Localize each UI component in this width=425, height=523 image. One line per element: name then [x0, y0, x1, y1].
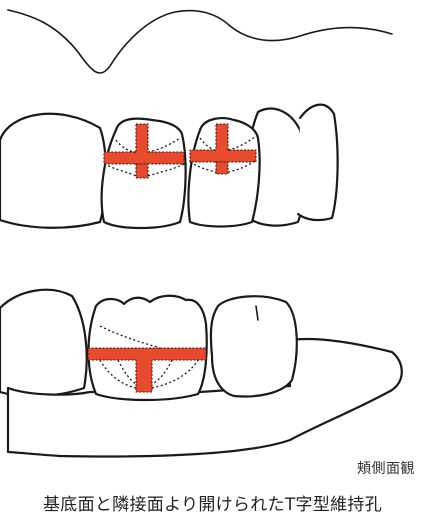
- upper-teeth-row: [0, 105, 338, 228]
- lower-right-tooth: [211, 296, 297, 396]
- lower-teeth-row: [0, 290, 402, 457]
- upper-arch-outline: [8, 10, 392, 73]
- view-label: 頬側面観: [357, 458, 415, 478]
- lower-left-tooth: [0, 290, 87, 396]
- figure-caption: 基底面と隣接面より開けられたT字型維持孔: [0, 490, 425, 515]
- upper-far-right-tooth: [298, 105, 338, 220]
- upper-left-tooth: [0, 114, 106, 228]
